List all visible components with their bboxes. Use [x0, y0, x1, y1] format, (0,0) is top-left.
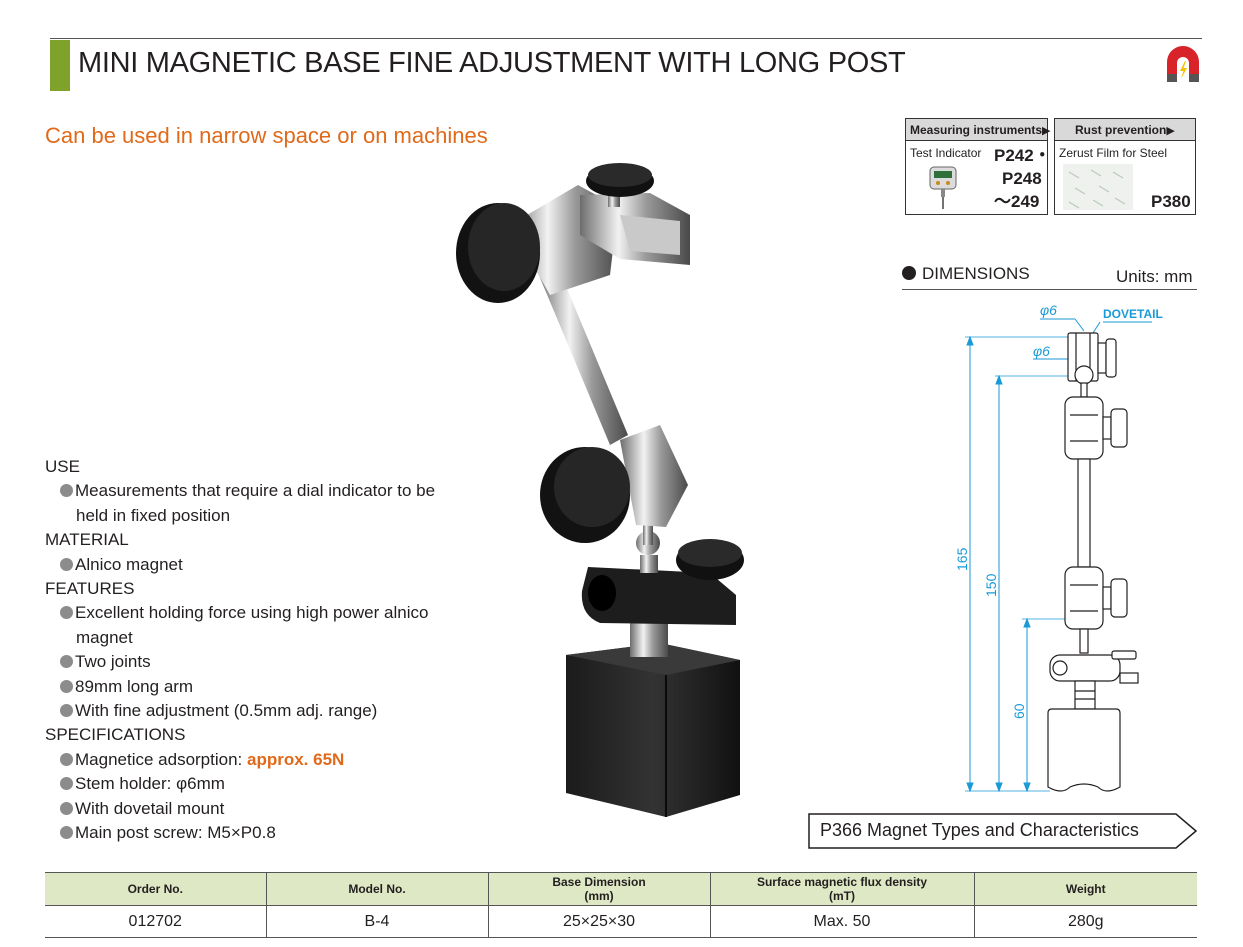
- dimensions-rule: [902, 289, 1197, 290]
- features-heading: FEATURES: [45, 579, 135, 599]
- ref-box-rust-header: Rust prevention▶: [1055, 119, 1195, 141]
- ref-box-rust[interactable]: Rust prevention▶ Zerust Film for Steel P…: [1054, 118, 1196, 215]
- dimension-drawing: φ6 DOVETAIL φ6 165 150 60: [954, 302, 1163, 793]
- dimensions-units: Units: mm: [1116, 267, 1193, 286]
- col-model-no: Model No.: [265, 872, 488, 906]
- list-item: 89mm long arm: [45, 675, 465, 699]
- list-item: Magnetice adsorption: approx. 65N: [45, 748, 465, 772]
- specifications-heading: SPECIFICATIONS: [45, 725, 186, 745]
- bullet-icon: [60, 801, 73, 815]
- bullet-icon: [60, 777, 73, 791]
- material-heading: MATERIAL: [45, 530, 129, 550]
- table-row: 012702 B-4 25×25×30 Max. 50 280g: [45, 905, 1197, 938]
- dim-label-150: 150: [983, 573, 999, 597]
- ref-measuring-page-2[interactable]: P248: [1002, 169, 1042, 188]
- col-base-dimension: Base Dimension(mm): [487, 872, 710, 906]
- ref-box-measuring-header: Measuring instruments▶: [906, 119, 1051, 141]
- magnet-types-link[interactable]: [808, 813, 1198, 849]
- cell-base-dimension: 25×25×30: [487, 905, 710, 938]
- ref-measuring-label: Test Indicator: [910, 146, 982, 160]
- header-rule: [50, 38, 1202, 39]
- col-flux-density: Surface magnetic flux density(mT): [709, 872, 974, 906]
- use-heading: USE: [45, 457, 80, 476]
- ref-rust-label: Zerust Film for Steel: [1059, 146, 1168, 160]
- cell-flux-density: Max. 50: [709, 905, 974, 938]
- adsorption-value: approx. 65N: [247, 749, 345, 769]
- ref-box-measuring[interactable]: Measuring instruments▶ Test Indicator P2…: [905, 118, 1051, 215]
- bullet-icon: [60, 606, 73, 620]
- dim-label-60: 60: [1011, 703, 1027, 719]
- list-item: Measurements that require a dial indicat…: [45, 479, 465, 528]
- bullet-icon: [60, 679, 73, 693]
- bullet-icon: [60, 704, 73, 718]
- list-item: Excellent holding force using high power…: [45, 601, 465, 650]
- dim-label-dovetail: DOVETAIL: [1103, 307, 1163, 321]
- bullet-icon: [60, 752, 73, 766]
- product-photo: [456, 163, 744, 817]
- list-item: With fine adjustment (0.5mm adj. range): [45, 699, 465, 723]
- ref-measuring-page-1[interactable]: P242・: [994, 146, 1051, 165]
- dim-label-phi-top: φ6: [1040, 302, 1057, 318]
- list-item: Alnico magnet: [45, 553, 465, 577]
- title-accent-bar: [50, 40, 70, 91]
- rust-prevention-film-icon: [1063, 164, 1133, 210]
- bullet-icon: [60, 655, 73, 669]
- horseshoe-magnet-icon: [1167, 46, 1199, 82]
- ref-measuring-page-3[interactable]: ～249: [994, 192, 1040, 211]
- stand-line-drawing: [1047, 332, 1139, 792]
- digital-test-indicator-icon: [929, 166, 957, 209]
- cell-order-no: 012702: [45, 905, 266, 938]
- spec-list: USE Measurements that require a dial ind…: [45, 455, 465, 846]
- ref-rust-page[interactable]: P380: [1151, 192, 1191, 211]
- dimensions-heading: DIMENSIONS: [902, 264, 1030, 284]
- col-order-no: Order No.: [45, 872, 266, 906]
- col-weight: Weight: [973, 872, 1197, 906]
- dim-label-phi-mid: φ6: [1033, 343, 1050, 359]
- cell-model-no: B-4: [265, 905, 488, 938]
- list-item: Stem holder: φ6mm: [45, 772, 465, 796]
- bullet-icon: [60, 484, 73, 498]
- heading-bullet-icon: [902, 266, 916, 280]
- page-subtitle: Can be used in narrow space or on machin…: [45, 123, 488, 148]
- bullet-icon: [60, 826, 73, 840]
- cell-weight: 280g: [973, 905, 1197, 938]
- list-item: With dovetail mount: [45, 797, 465, 821]
- bullet-icon: [60, 557, 73, 571]
- dim-label-165: 165: [954, 547, 970, 571]
- magnet-types-link-text[interactable]: P366 Magnet Types and Characteristics: [820, 820, 1139, 840]
- table-header-row: Order No. Model No. Base Dimension(mm) S…: [45, 872, 1197, 906]
- list-item: Two joints: [45, 650, 465, 674]
- spec-table: Order No. Model No. Base Dimension(mm) S…: [45, 872, 1197, 938]
- page-title: MINI MAGNETIC BASE FINE ADJUSTMENT WITH …: [78, 47, 906, 79]
- list-item: Main post screw: M5×P0.8: [45, 821, 465, 845]
